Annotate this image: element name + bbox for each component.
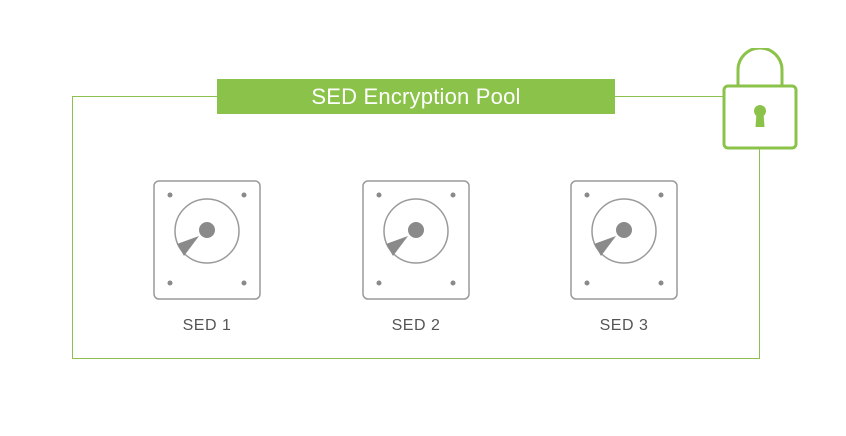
padlock-icon (722, 48, 798, 150)
drive-label: SED 1 (182, 317, 232, 334)
pool-title: SED Encryption Pool (217, 79, 615, 114)
hard-drive-icon (362, 180, 470, 300)
hard-drive-icon (153, 180, 261, 300)
drive-label: SED 2 (391, 317, 441, 334)
drive-label: SED 3 (599, 317, 649, 334)
hard-drive-icon (570, 180, 678, 300)
